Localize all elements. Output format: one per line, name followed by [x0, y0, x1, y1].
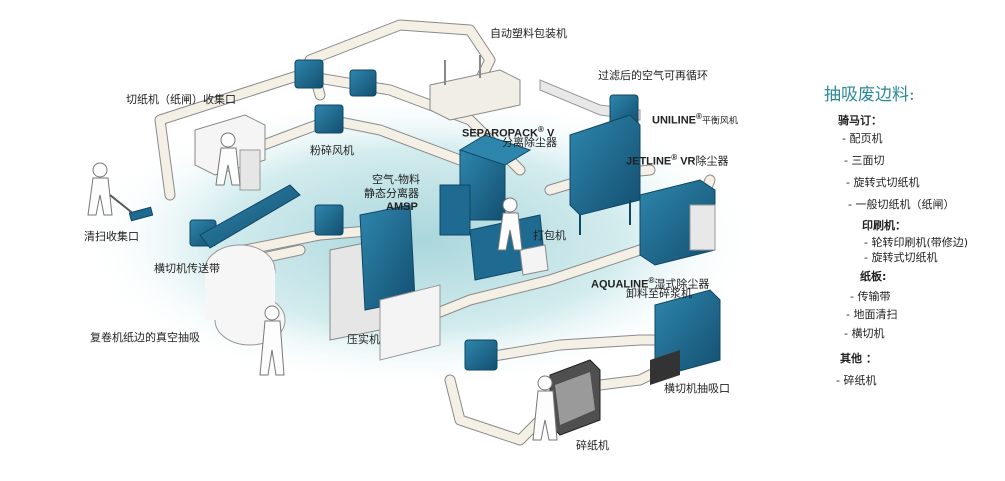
label-cross-cutter-suction: 横切机抽吸口: [664, 382, 730, 395]
legend-item: - 旋转式切纸机: [846, 176, 920, 189]
label-rewinder-vacuum: 复卷机纸边的真空抽吸: [90, 331, 200, 344]
legend-item: - 传输带: [850, 290, 891, 303]
legend-panel: 抽吸废边料: 骑马订： - 配页机 - 三面切 - 旋转式切纸机 - 一般切纸机…: [818, 80, 998, 387]
legend-item: - 地面清扫: [846, 308, 898, 321]
legend-section-head: 印刷机：: [862, 219, 906, 232]
sweeper-tool: [109, 194, 154, 222]
label-compactor: 压实机: [347, 333, 380, 346]
worker-figures: [87, 132, 558, 441]
label-shredder: 碎纸机: [576, 439, 609, 452]
label-shredder-fan: 粉碎风机: [310, 144, 354, 157]
label-auto-pack: 自动塑料包装机: [490, 27, 567, 40]
separopack-unit: [439, 134, 532, 236]
rewinder-rolls: [204, 244, 286, 346]
label-jetline: JETLINE® VR除尘器: [626, 153, 729, 168]
label-separopack: SEPAROPACK® V: [462, 125, 555, 140]
label-cutter-collector: 切纸机（纸闸）收集口: [126, 93, 236, 106]
compactor-unit: [329, 204, 441, 361]
aqualine-unit: [639, 179, 716, 266]
legend-section-head: 纸板:: [860, 270, 887, 283]
legend-item: - 横切机: [844, 327, 885, 340]
cross-cutter-suction-unit: [650, 289, 721, 385]
legend-item: - 轮转印刷机(带修边): [864, 236, 969, 249]
legend-item: - 碎纸机: [836, 374, 877, 387]
label-air-separator-1: 空气-物料: [372, 173, 420, 186]
cross-cutter-conveyor: [199, 184, 301, 249]
legend-section-head: 其他 ：: [840, 352, 877, 365]
legend-item: - 旋转式切纸机: [864, 251, 938, 264]
label-uniline: UNILINE®平衡风机: [652, 112, 738, 127]
legend-title: 抽吸废边料:: [824, 85, 915, 105]
legend-section-head: 骑马订：: [838, 114, 882, 127]
shredder-unit: [549, 359, 601, 436]
legend-item: - 配页机: [842, 132, 883, 145]
auto-pack-machine: [429, 55, 521, 121]
label-separopack-cn: 分离除尘器: [502, 136, 557, 149]
label-amsp: AMSP: [386, 201, 418, 213]
baler-unit: [469, 214, 549, 281]
label-filtered-air: 过滤后的空气可再循环: [598, 69, 708, 82]
label-unload-shred: 卸料至碎浆机: [626, 287, 692, 300]
legend-item: - 三面切: [844, 154, 885, 167]
label-baler: 打包机: [533, 229, 566, 242]
label-cross-cutter-conveyor: 横切机传送带: [154, 262, 220, 275]
label-air-separator-2: 静态分离器: [364, 187, 419, 200]
label-sweep-collector: 清扫收集口: [84, 230, 139, 243]
label-aqualine: AQUALINE®湿式除尘器: [591, 276, 710, 291]
legend-item: - 一般切纸机（纸闸）: [848, 198, 955, 211]
